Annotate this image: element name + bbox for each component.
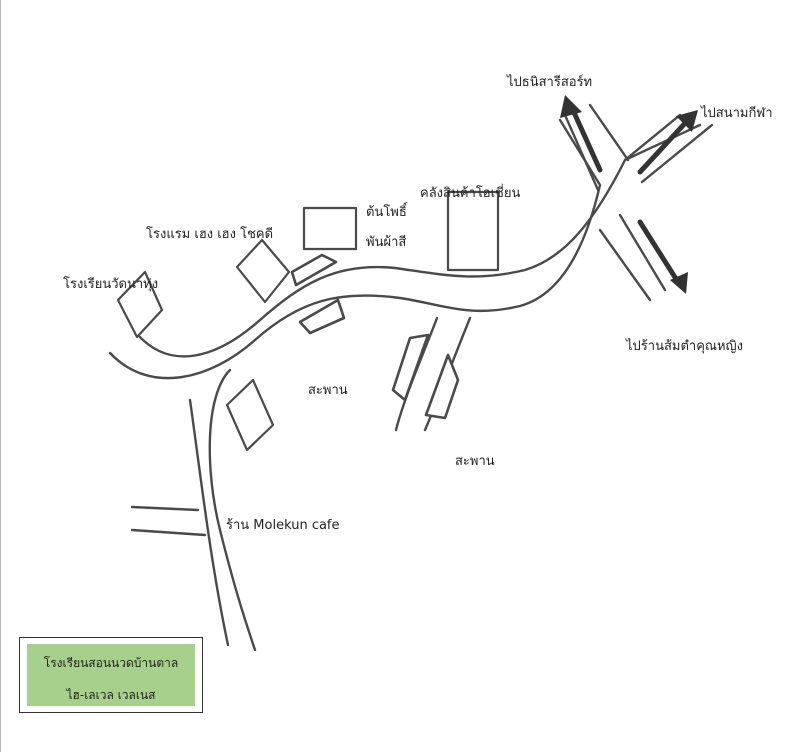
cafe-area-building bbox=[225, 378, 275, 452]
somtam-road-lower-edge bbox=[598, 228, 652, 302]
label-to-somtam: ไปร้านส้มตำคุณหญิง bbox=[626, 339, 743, 354]
side-street-lower-edge bbox=[130, 528, 207, 537]
label-warehouse: คลังสินค้าโอเชี่ยน bbox=[420, 186, 521, 201]
bridge-2-marker bbox=[391, 333, 430, 402]
legend-line-2: ไฮ-เลเวล เวลเนส bbox=[66, 688, 156, 702]
resort-road-left-edge bbox=[563, 113, 600, 192]
legend-box: โรงเรียนสอนนวดบ้านตาล ไฮ-เลเวล เวลเนส bbox=[19, 637, 203, 713]
bridge-1b-marker bbox=[298, 298, 346, 335]
label-to-stadium: ไปสนามกีฬา bbox=[701, 106, 773, 121]
legend-fill: โรงเรียนสอนนวดบ้านตาล ไฮ-เลเวล เวลเนส bbox=[27, 644, 195, 706]
page-left-border bbox=[0, 0, 1, 752]
label-bridge-1: สะพาน bbox=[308, 383, 348, 398]
legend-line-1: โรงเรียนสอนนวดบ้านตาล bbox=[43, 656, 179, 670]
south-road-left-edge bbox=[188, 398, 230, 647]
arrow-to-somtam-head bbox=[670, 272, 688, 294]
main-road-upper-edge bbox=[108, 118, 602, 380]
bridge-1-marker bbox=[290, 253, 338, 287]
arrow-to-resort bbox=[569, 105, 603, 173]
label-hotel: โรงแรม เฮง เฮง โชคดี bbox=[146, 227, 274, 242]
label-tonpho-2: พันผ้าสี bbox=[366, 235, 407, 250]
label-bridge-2: สะพาน bbox=[455, 454, 495, 469]
stadium-road-left-edge bbox=[623, 113, 682, 162]
hotel-building bbox=[235, 238, 291, 304]
label-to-dhanisara: ไปธนิสารีสอร์ท bbox=[507, 75, 593, 90]
side-street-upper-edge bbox=[130, 505, 200, 512]
arrow-to-somtam bbox=[637, 219, 681, 285]
label-school: โรงเรียนวัดนาทุ่ง bbox=[63, 277, 159, 292]
warehouse-building bbox=[446, 190, 500, 272]
tonpho-marker bbox=[302, 206, 358, 251]
label-cafe: ร้าน Molekun cafe bbox=[226, 518, 340, 533]
stadium-road-right-edge bbox=[640, 123, 714, 184]
arrow-to-resort-head bbox=[560, 95, 582, 118]
arrow-to-stadium-head bbox=[676, 110, 698, 132]
somtam-road-upper-edge bbox=[618, 213, 667, 292]
arrow-to-stadium bbox=[637, 117, 691, 175]
bridge-2b-marker bbox=[424, 353, 460, 420]
school-building bbox=[116, 270, 164, 339]
resort-road-right-edge bbox=[588, 103, 630, 162]
main-road-lower-edge bbox=[136, 123, 702, 358]
south-road-right-edge bbox=[208, 368, 257, 652]
label-tonpho-1: ต้นโพธิ์ bbox=[366, 205, 407, 220]
